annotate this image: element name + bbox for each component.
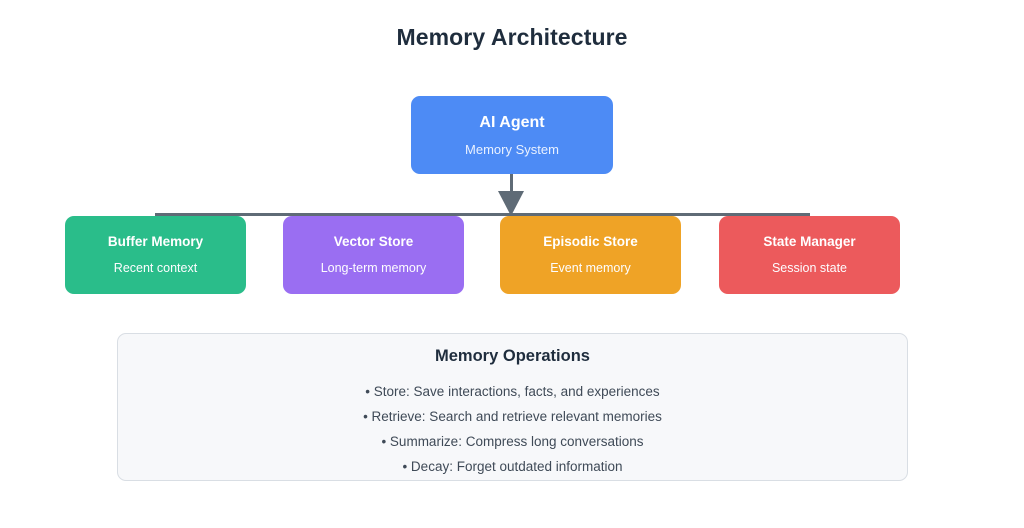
list-item: • Retrieve: Search and retrieve relevant… [363,409,662,424]
memory-operations-title: Memory Operations [435,347,590,365]
memory-operations-list: • Store: Save interactions, facts, and e… [118,379,907,479]
node-episodic-store-title: Episodic Store [543,234,638,250]
list-item: • Store: Save interactions, facts, and e… [365,384,660,399]
node-state-manager-title: State Manager [763,234,856,250]
node-vector-store-subtitle: Long-term memory [320,260,427,275]
node-vector-store[interactable]: Vector Store Long-term memory [283,216,464,294]
node-episodic-store-subtitle: Event memory [550,260,631,275]
node-vector-store-title: Vector Store [333,234,414,250]
page-title: Memory Architecture [396,24,628,50]
connector-stem [510,174,513,194]
node-episodic-store[interactable]: Episodic Store Event memory [500,216,681,294]
node-state-manager-subtitle: Session state [771,260,848,275]
node-state-manager[interactable]: State Manager Session state [719,216,900,294]
memory-operations-panel: Memory Operations • Store: Save interact… [117,333,908,481]
list-item: • Decay: Forget outdated information [402,459,623,474]
node-ai-agent-subtitle: Memory System [465,141,559,157]
node-buffer-memory[interactable]: Buffer Memory Recent context [65,216,246,294]
list-item: • Summarize: Compress long conversations [381,434,644,449]
connector-horizontal-bus [155,213,810,216]
node-ai-agent-title: AI Agent [479,113,545,131]
arrow-down-icon [498,191,524,216]
node-buffer-memory-title: Buffer Memory [107,234,204,250]
node-buffer-memory-subtitle: Recent context [113,260,198,275]
node-ai-agent[interactable]: AI Agent Memory System [411,96,613,174]
